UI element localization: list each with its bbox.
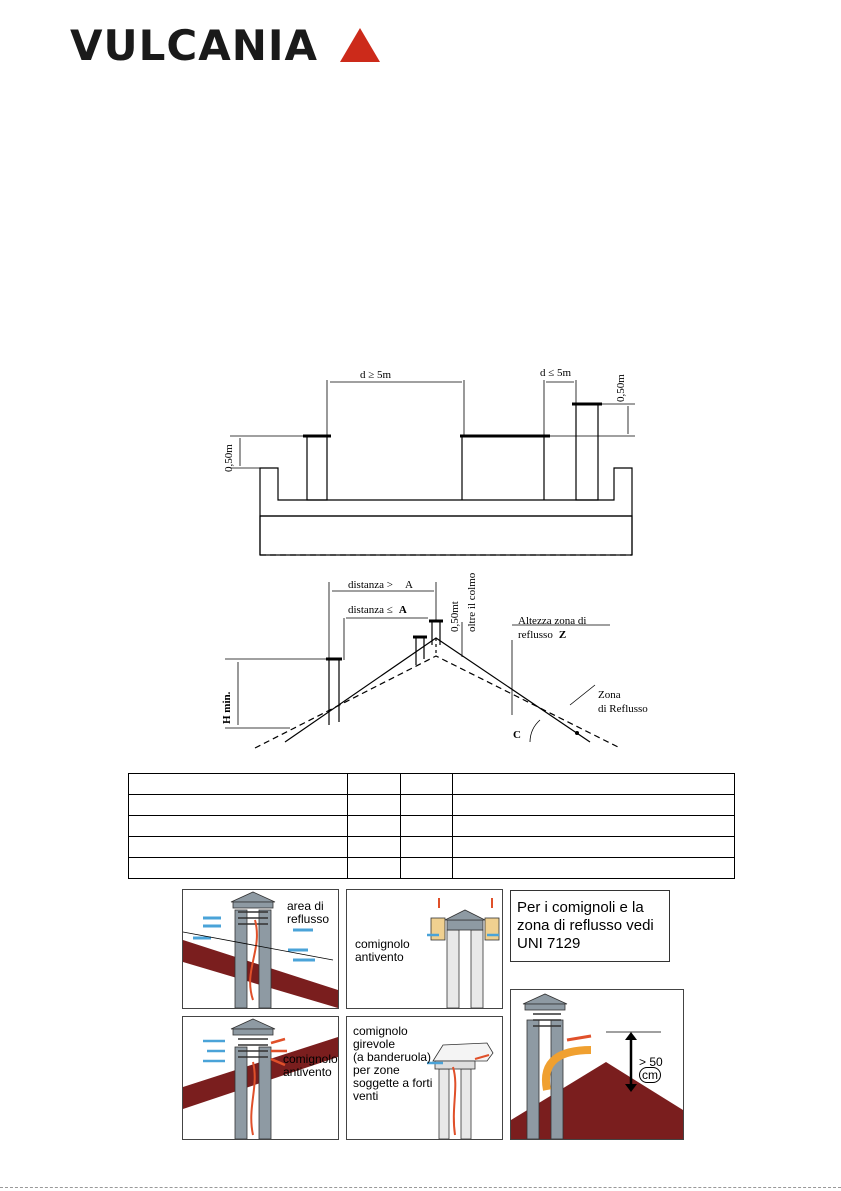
table-row (128, 773, 735, 795)
table-cell (399, 857, 454, 879)
panel-min-height: > 50 cm (510, 989, 684, 1140)
table-cell (399, 815, 454, 837)
panel-reflux-area: area di reflusso (182, 889, 339, 1009)
table-cell (346, 836, 401, 858)
smoke-flow (438, 898, 493, 908)
table-cell (128, 857, 348, 879)
air-flow-arrows (203, 1039, 225, 1063)
logo-triangle-icon (340, 28, 380, 62)
chimney-cap-icon (230, 891, 276, 903)
zone-label-2: di Reflusso (598, 703, 648, 715)
min-height-unit: cm (639, 1067, 661, 1083)
zone-label: Zona (598, 689, 621, 701)
antiwind-label-2: comignolo antivento (283, 1052, 338, 1079)
logo-wordmark: VULCANIA (70, 22, 318, 66)
uni-7129-note-text: Per i comignoli e la zona di reflusso ve… (517, 899, 654, 952)
table-row (128, 815, 735, 837)
table-cell (399, 836, 454, 858)
table-cell (452, 815, 735, 837)
height-right-label: 0,50m (615, 374, 627, 402)
dist-left-label: d ≥ 5m (360, 369, 392, 381)
angle-label: C (513, 729, 521, 741)
specification-table (128, 773, 735, 879)
zone-height-label: Altezza zona di (518, 615, 586, 627)
panel-antiwind-1: comignolo antivento (346, 889, 503, 1009)
chimney-height-diagram: d ≥ 5m d ≤ 5m 0,50m 0,50m (200, 360, 670, 755)
table-cell (128, 815, 348, 837)
reflux-zone-dot (575, 731, 579, 735)
chimney-cap-icon (230, 1018, 276, 1030)
specification-table-body (128, 773, 735, 879)
height-over-ridge-label-2: oltre il colmo (466, 572, 478, 632)
smoke-flow (249, 919, 258, 1001)
height-left-label: 0,50m (223, 444, 235, 472)
table-cell (452, 794, 735, 816)
table-cell (452, 857, 735, 879)
h-min-label: H min. (221, 691, 233, 724)
dist-lesser-label: distanza ≤A (348, 604, 407, 616)
table-cell (128, 836, 348, 858)
table-cell (128, 773, 348, 795)
min-height-label: > 50 cm (639, 1055, 683, 1083)
table-cell (399, 794, 454, 816)
smoke-flow (541, 1046, 592, 1091)
antiwind-label-1: comignolo antivento (355, 937, 410, 964)
air-flow-arrows (193, 916, 315, 962)
table-cell (346, 794, 401, 816)
dist-right-label: d ≤ 5m (540, 367, 572, 379)
table-row (128, 794, 735, 816)
table-row (128, 857, 735, 879)
table-cell (399, 773, 454, 795)
vulcania-logo: VULCANIA (70, 21, 380, 70)
table-cell (346, 815, 401, 837)
uni-7129-note: Per i comignoli e la zona di reflusso ve… (510, 890, 670, 962)
table-cell (346, 857, 401, 879)
rotating-cowl-label: comignolo girevole (a banderuola) per zo… (353, 1024, 433, 1103)
dist-greater-label: distanza >A (348, 579, 413, 591)
chimney-cap-icon (444, 909, 486, 921)
page-bottom-rule (0, 1187, 841, 1190)
flat-roof-section (230, 380, 635, 556)
min-height-value: > 50 (639, 1055, 663, 1069)
height-over-ridge-label: 0,50mt (449, 601, 461, 632)
table-cell (346, 773, 401, 795)
pitched-roof-section (225, 582, 621, 749)
panel-antiwind-2: comignolo antivento (182, 1016, 339, 1140)
smoke-flow (270, 1037, 287, 1067)
panel-rotating-cowl: comignolo girevole (a banderuola) per zo… (346, 1016, 503, 1140)
table-cell (128, 794, 348, 816)
table-row (128, 836, 735, 858)
table-cell (452, 773, 735, 795)
smoke-flow (452, 1054, 490, 1136)
chimney-cap-icon (522, 993, 568, 1005)
reflux-area-label: area di reflusso (287, 899, 330, 926)
rotating-cowl-icon (432, 1042, 494, 1062)
table-cell (452, 836, 735, 858)
